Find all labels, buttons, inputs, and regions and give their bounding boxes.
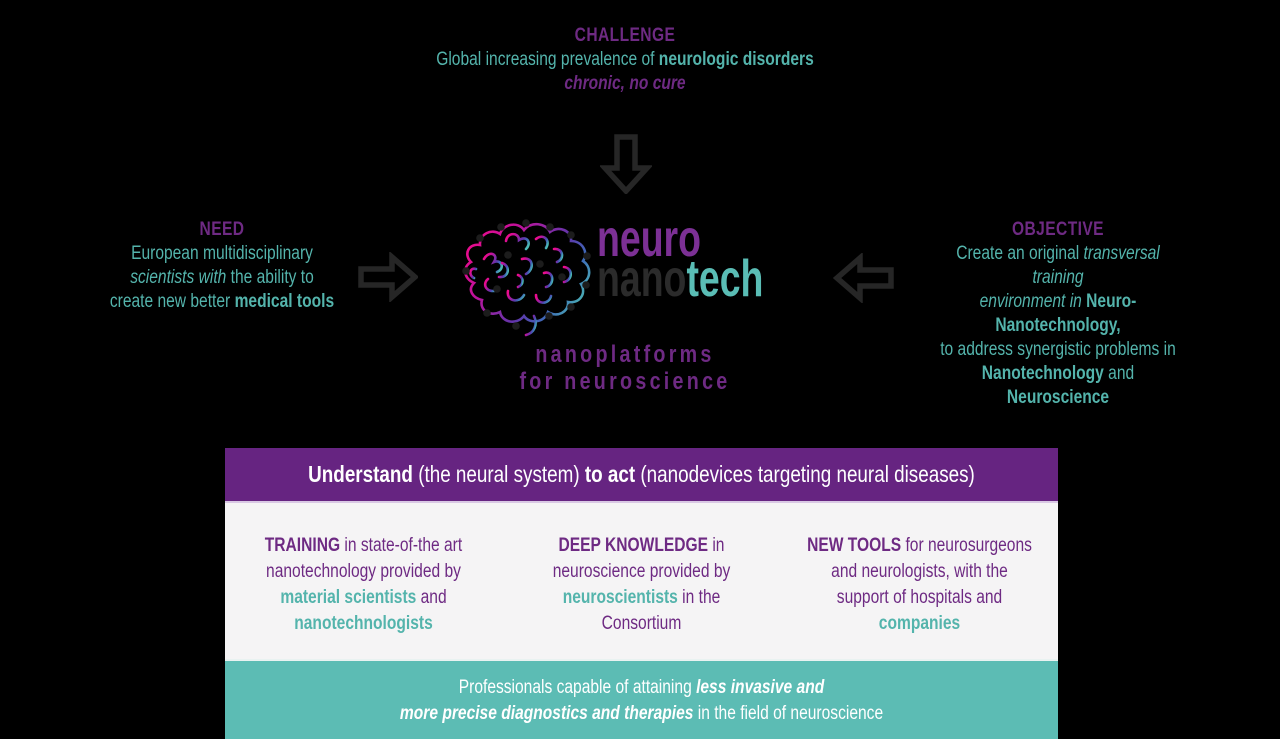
right-arrow-icon — [358, 252, 418, 302]
challenge-section: CHALLENGE Global increasing prevalence o… — [325, 24, 925, 96]
down-arrow-icon — [600, 134, 652, 194]
column-training-line2: nanotechnology provided by — [266, 561, 461, 582]
column-new-tools-line4: companies — [878, 613, 961, 634]
need-text-line2: scientists with the ability to — [130, 267, 314, 288]
brand-tech: tech — [686, 250, 764, 308]
brand-nanotech: nanotech — [597, 253, 763, 305]
column-new-tools-line1: NEW TOOLS for neurosurgeons — [807, 535, 1032, 556]
brand-nano: nano — [597, 250, 687, 308]
brand-neuro: neuro — [597, 210, 702, 268]
column-deep-knowledge-line1: DEEP KNOWLEDGE in — [558, 535, 725, 556]
column-training-line4: nanotechnologists — [294, 613, 433, 634]
footer-text-line2: more precise diagnostics and therapies i… — [399, 703, 884, 724]
tagline-line2: for neuroscience — [519, 368, 731, 395]
tagline-line1: nanoplatforms — [535, 341, 715, 368]
column-new-tools: NEW TOOLS for neurosurgeons and neurolog… — [781, 533, 1058, 637]
objective-text-line2: environment in Neuro-Nanotechnology, — [979, 291, 1137, 336]
column-training-line3: material scientists and — [280, 587, 447, 608]
challenge-text-line2: chronic, no cure — [564, 73, 686, 94]
footer-text-line1: Professionals capable of attaining less … — [458, 677, 825, 698]
objective-text-line4: Nanotechnology and Neuroscience — [981, 363, 1135, 408]
column-new-tools-line3: support of hospitals and — [836, 587, 1003, 608]
objective-heading: OBJECTIVE — [1011, 219, 1104, 240]
summary-box-header-text: Understand (the neural system) to act (n… — [308, 461, 975, 487]
objective-section: OBJECTIVE Create an original transversal… — [908, 218, 1208, 410]
summary-box-body: TRAINING in state-of-the art nanotechnol… — [225, 503, 1058, 659]
objective-text-line3: to address synergistic problems in — [940, 339, 1176, 360]
brand-tagline: nanoplatforms for neuroscience — [475, 341, 775, 395]
challenge-heading: CHALLENGE — [574, 25, 676, 46]
brain-logo-icon — [462, 219, 591, 337]
summary-box-footer: Professionals capable of attaining less … — [225, 659, 1058, 739]
column-training-line1: TRAINING in state-of-the art — [264, 535, 463, 556]
column-deep-knowledge-line3: neuroscientists in the — [562, 587, 721, 608]
need-heading: NEED — [199, 219, 245, 240]
need-text-line3: create new better medical tools — [109, 291, 335, 312]
column-deep-knowledge-line4: Consortium — [601, 613, 682, 634]
challenge-text-line1: Global increasing prevalence of neurolog… — [436, 49, 814, 70]
column-deep-knowledge-line2: neuroscience provided by — [552, 561, 731, 582]
need-text-line1: European multidisciplinary — [131, 243, 313, 264]
left-arrow-icon — [832, 253, 894, 303]
column-training: TRAINING in state-of-the art nanotechnol… — [225, 533, 502, 637]
need-section: NEED European multidisciplinary scientis… — [72, 218, 372, 314]
brand-wordmark: neuro nanotech — [597, 210, 763, 305]
column-new-tools-line2: and neurologists, with the — [831, 561, 1008, 582]
summary-box-header: Understand (the neural system) to act (n… — [225, 448, 1058, 503]
objective-text-line1: Create an original transversal training — [956, 243, 1160, 288]
summary-box: Understand (the neural system) to act (n… — [225, 448, 1058, 739]
column-deep-knowledge: DEEP KNOWLEDGE in neuroscience provided … — [503, 533, 780, 637]
